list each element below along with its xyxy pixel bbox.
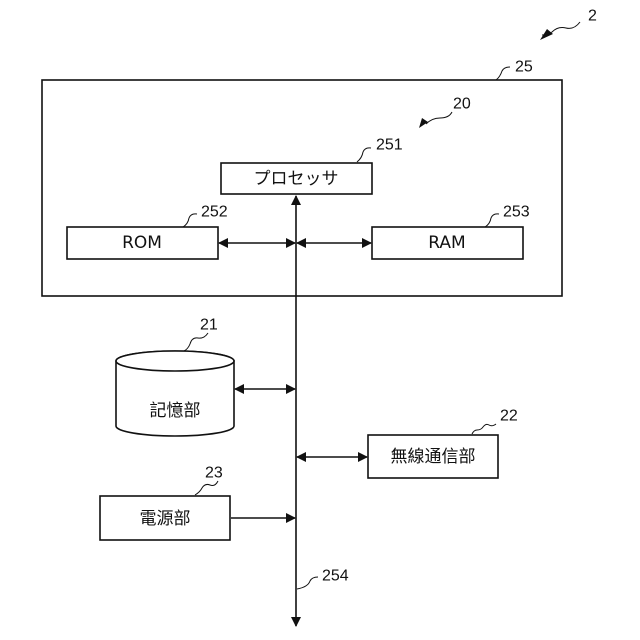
device-ref-arrow-icon bbox=[540, 29, 553, 40]
wireless-leader-line bbox=[472, 424, 496, 434]
power-ref-number: 23 bbox=[205, 465, 223, 482]
rom-ref-number: 252 bbox=[201, 204, 228, 221]
storage-leader-line bbox=[184, 333, 208, 351]
storage-label: 記憶部 bbox=[150, 401, 201, 421]
controller-leader-line bbox=[426, 112, 452, 124]
ram-leader-line bbox=[485, 214, 499, 227]
processor-leader-line bbox=[357, 148, 371, 162]
ram-label: RAM bbox=[428, 233, 465, 253]
rom-leader-line bbox=[183, 214, 197, 227]
bus-leader-line bbox=[297, 577, 318, 589]
storage-cylinder bbox=[116, 351, 234, 436]
power-label: 電源部 bbox=[140, 509, 191, 529]
device-ref-number: 2 bbox=[588, 8, 597, 25]
storage-ref-number: 21 bbox=[200, 317, 218, 334]
bus-ref-number: 254 bbox=[322, 568, 349, 585]
wireless-ref-number: 22 bbox=[500, 408, 518, 425]
board-leader-line bbox=[496, 67, 510, 80]
ram-ref-number: 253 bbox=[503, 204, 530, 221]
processor-ref-number: 251 bbox=[376, 137, 403, 154]
board-ref-number: 25 bbox=[515, 59, 533, 76]
rom-label: ROM bbox=[122, 233, 162, 253]
power-leader-line bbox=[195, 481, 218, 495]
processor-label: プロセッサ bbox=[254, 169, 339, 189]
wireless-label: 無線通信部 bbox=[391, 447, 476, 467]
controller-ref-number: 20 bbox=[453, 96, 471, 113]
